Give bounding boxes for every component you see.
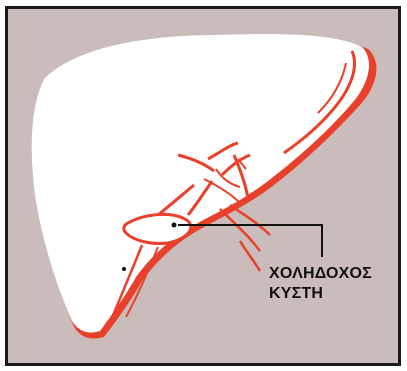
dot-marker — [172, 223, 177, 228]
gallbladder-label: ΧΟΛΗΔΟΧΟΣ ΚΥΣΤΗ — [269, 264, 372, 304]
label-line-1: ΧΟΛΗΔΟΧΟΣ — [269, 264, 372, 284]
leader-line — [178, 225, 322, 257]
liver-illustration — [8, 9, 398, 363]
label-line-2: ΚΥΣΤΗ — [269, 284, 372, 304]
gallbladder — [124, 214, 191, 243]
dot-marker-2 — [122, 267, 126, 271]
duct-lines — [220, 205, 270, 271]
diagram-panel — [5, 6, 401, 366]
